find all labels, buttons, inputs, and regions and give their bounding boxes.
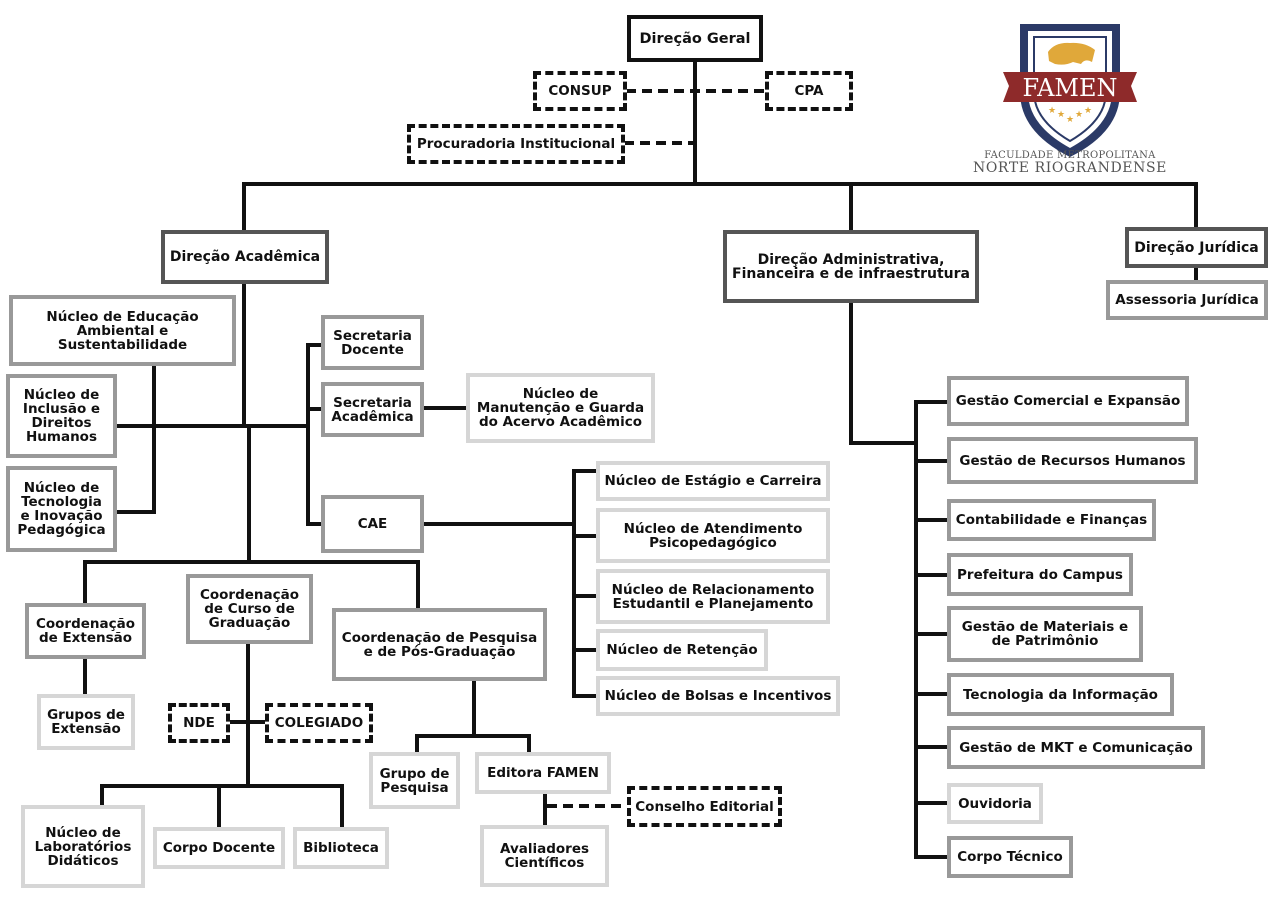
svg-text:★: ★ <box>1057 110 1065 120</box>
node-direcao-geral[interactable]: Direção Geral <box>627 15 763 62</box>
banner-icon <box>1003 72 1137 102</box>
node-direcao-juridica[interactable]: Direção Jurídica <box>1125 227 1268 268</box>
node-nucleo-educacao-ambiental[interactable]: Núcleo de Educação Ambiental e Sustentab… <box>9 295 236 366</box>
node-secretaria-academica[interactable]: Secretaria Acadêmica <box>321 382 424 437</box>
map-icon <box>1048 42 1095 65</box>
node-cae[interactable]: CAE <box>321 495 424 553</box>
node-nde[interactable]: NDE <box>168 703 230 743</box>
node-coord-pesquisa[interactable]: Coordenação de Pesquisa e de Pós-Graduaç… <box>332 608 547 681</box>
stars-icon: ★★★★★ <box>1048 106 1092 125</box>
logo-subtitle-line2: NORTE RIOGRANDENSE <box>973 160 1167 176</box>
node-prefeitura[interactable]: Prefeitura do Campus <box>947 553 1133 596</box>
node-corpo-docente[interactable]: Corpo Docente <box>153 827 285 869</box>
svg-text:★: ★ <box>1066 115 1074 125</box>
node-coord-graduacao[interactable]: Coordenação de Curso de Graduação <box>186 574 313 644</box>
node-nucleo-inclusao[interactable]: Núcleo de Inclusão e Direitos Humanos <box>6 374 117 458</box>
node-assessoria-juridica[interactable]: Assessoria Jurídica <box>1106 280 1268 320</box>
node-colegiado[interactable]: COLEGIADO <box>265 703 373 743</box>
node-nucleo-acervo[interactable]: Núcleo de Manutenção e Guarda do Acervo … <box>466 373 655 443</box>
node-avaliadores[interactable]: Avaliadores Científicos <box>480 825 609 887</box>
node-corpo-tecnico[interactable]: Corpo Técnico <box>947 836 1073 878</box>
node-nucleo-tecnologia[interactable]: Núcleo de Tecnologia e Inovação Pedagógi… <box>6 466 117 552</box>
node-contabilidade[interactable]: Contabilidade e Finanças <box>947 499 1156 541</box>
node-direcao-academica[interactable]: Direção Acadêmica <box>161 230 329 284</box>
node-secretaria-docente[interactable]: Secretaria Docente <box>321 315 424 370</box>
svg-text:★: ★ <box>1048 106 1056 116</box>
node-biblioteca[interactable]: Biblioteca <box>293 827 389 869</box>
node-nucleo-relacionamento[interactable]: Núcleo de Relacionamento Estudantil e Pl… <box>596 569 830 624</box>
logo-subtitle-line1: FACULDADE METROPOLITANA <box>984 150 1156 161</box>
node-consup[interactable]: CONSUP <box>533 71 627 111</box>
node-nucleo-bolsas[interactable]: Núcleo de Bolsas e Incentivos <box>596 676 840 716</box>
logo-name: FAMEN <box>1023 74 1118 102</box>
node-nucleo-retencao[interactable]: Núcleo de Retenção <box>596 629 768 671</box>
famen-logo: FAMEN ★★★★★ <box>1003 24 1137 157</box>
node-gestao-comercial[interactable]: Gestão Comercial e Expansão <box>947 376 1189 426</box>
node-coord-extensao[interactable]: Coordenação de Extensão <box>25 603 146 659</box>
node-grupo-pesquisa[interactable]: Grupo de Pesquisa <box>369 752 460 809</box>
node-gestao-rh[interactable]: Gestão de Recursos Humanos <box>947 437 1198 484</box>
node-conselho-editorial[interactable]: Conselho Editorial <box>627 786 782 827</box>
node-procuradoria[interactable]: Procuradoria Institucional <box>407 124 625 164</box>
node-direcao-administrativa[interactable]: Direção Administrativa, Financeira e de … <box>723 230 979 303</box>
svg-text:★: ★ <box>1084 106 1092 116</box>
node-gestao-mkt[interactable]: Gestão de MKT e Comunicação <box>947 726 1205 769</box>
node-editora[interactable]: Editora FAMEN <box>475 752 611 794</box>
node-nucleo-atendimento[interactable]: Núcleo de Atendimento Psicopedagógico <box>596 508 830 563</box>
node-gestao-materiais[interactable]: Gestão de Materiais e de Patrimônio <box>947 606 1143 662</box>
node-grupos-extensao[interactable]: Grupos de Extensão <box>37 694 135 750</box>
node-cpa[interactable]: CPA <box>765 71 853 111</box>
node-ti[interactable]: Tecnologia da Informação <box>947 673 1174 716</box>
node-nucleo-estagio[interactable]: Núcleo de Estágio e Carreira <box>596 461 830 501</box>
node-ouvidoria[interactable]: Ouvidoria <box>947 783 1043 824</box>
svg-text:★: ★ <box>1075 110 1083 120</box>
node-nucleo-laboratorios[interactable]: Núcleo de Laboratórios Didáticos <box>21 805 145 888</box>
